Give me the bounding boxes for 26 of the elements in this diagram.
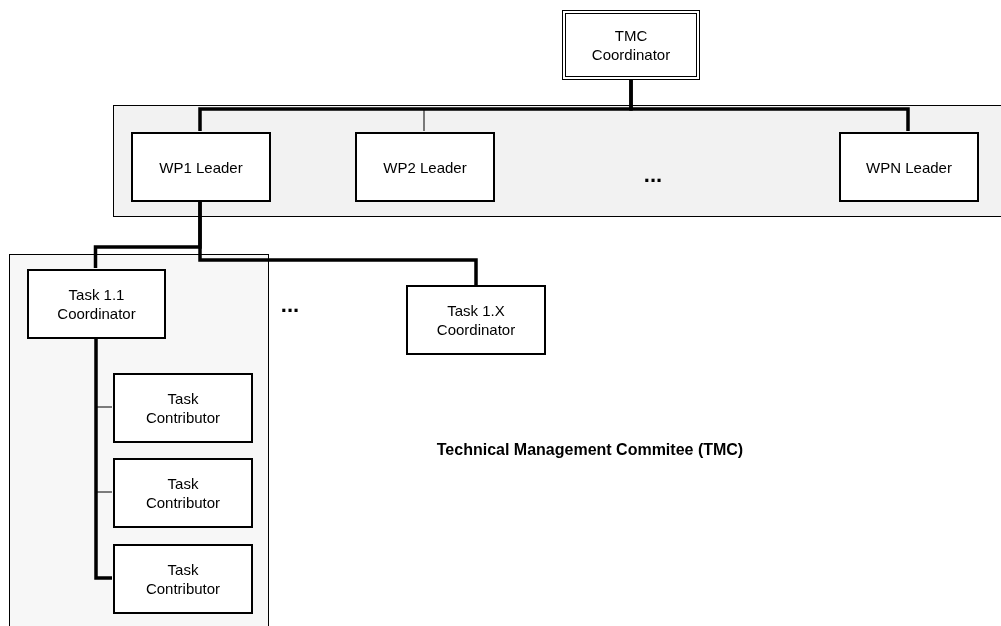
ellipsis: ... — [279, 290, 301, 319]
connector-line — [629, 80, 910, 131]
committee-label: Technical Management Commitee (TMC) — [435, 439, 745, 460]
connector-line — [198, 201, 478, 285]
role-name: TMC Coordinator — [590, 26, 672, 64]
connector-line — [94, 338, 112, 580]
group-panel — [113, 105, 1001, 217]
role-name: Task Contributor — [144, 474, 222, 512]
role-box — [406, 285, 546, 355]
role-name: Task Contributor — [144, 560, 222, 598]
role-box — [113, 373, 253, 443]
role-name: Task 1.X Coordinator — [435, 301, 517, 339]
role-box — [113, 458, 253, 528]
role-box — [131, 132, 271, 202]
role-name: WP2 Leader — [383, 157, 467, 177]
role-box — [113, 544, 253, 614]
role-name: WP1 Leader — [159, 157, 243, 177]
role-name: Task 1.1 Coordinator — [56, 285, 137, 323]
role-box — [839, 132, 979, 202]
ellipsis: ... — [642, 160, 664, 189]
role-name: WPN Leader — [866, 157, 952, 177]
role-box — [355, 132, 495, 202]
role-name: Task Contributor — [144, 389, 222, 427]
coordinator-box — [562, 10, 700, 80]
role-box — [27, 269, 166, 339]
group-panel — [9, 254, 269, 626]
